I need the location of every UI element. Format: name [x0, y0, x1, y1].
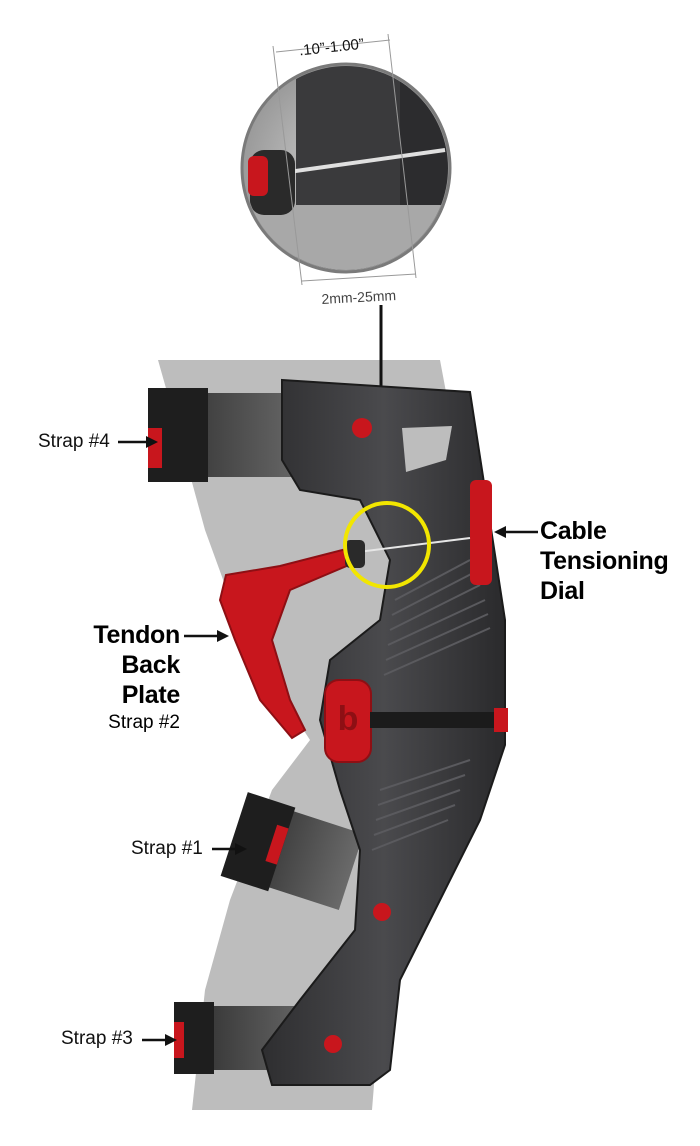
gap-range-text: .10”-1.00”	[298, 36, 364, 60]
svg-text:b: b	[338, 700, 359, 738]
tendon-strap-label: Strap #2	[108, 712, 180, 733]
cable-line-1: Cable	[540, 517, 607, 545]
strap-1-graphic	[220, 792, 364, 911]
brace-frame: b	[260, 378, 508, 1086]
zoom-callout	[240, 33, 452, 286]
tendon-line-2: Back	[121, 651, 180, 679]
label-arrows	[118, 436, 538, 1046]
cable-line-3: Dial	[540, 577, 585, 605]
metric-range-text: 2mm-25mm	[321, 287, 396, 307]
label-strap-4: Strap #4	[38, 431, 110, 452]
label-strap-1: Strap #1	[131, 838, 203, 859]
cable-highlight-ring	[343, 501, 431, 589]
label-cable-tensioning-dial: Cable Tensioning Dial	[540, 516, 690, 606]
tendon-line-3: Plate	[121, 681, 181, 709]
cable-line-2: Tensioning	[540, 547, 669, 575]
label-strap-3: Strap #3	[61, 1028, 133, 1049]
label-tendon-back-plate: Tendon Back Plate Strap #2	[60, 620, 180, 734]
tendon-line-1: Tendon	[93, 621, 180, 649]
